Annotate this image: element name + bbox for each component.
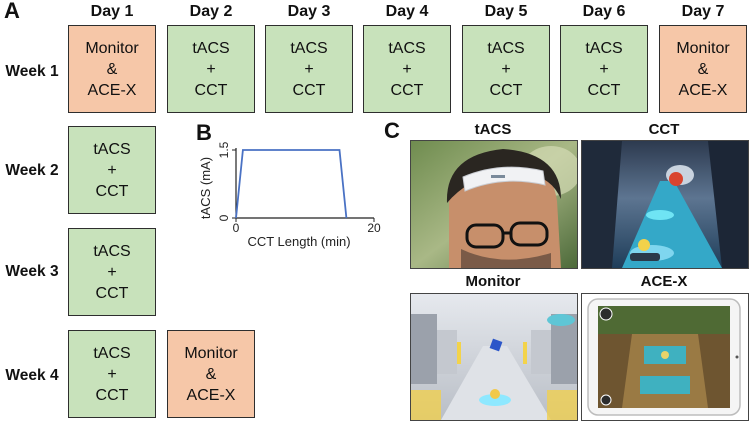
cell-line: + (107, 365, 117, 383)
day-header: Day 4 (385, 3, 429, 20)
cell-line: + (501, 60, 511, 78)
tacs-headset-photo (410, 140, 578, 269)
cell-line: Monitor (184, 344, 238, 362)
cell-line: CCT (587, 81, 621, 99)
cct-game-screenshot (581, 140, 749, 269)
x-tick-label: 20 (367, 221, 381, 235)
y-tick-label: 0 (217, 214, 231, 221)
session-cell-training: tACS + CCT (265, 25, 353, 113)
cell-line: & (106, 60, 118, 78)
cell-line: ACE-X (678, 81, 728, 99)
cell-line: CCT (292, 81, 326, 99)
cell-line: tACS (290, 39, 328, 57)
session-cell-monitor: Monitor & ACE-X (68, 25, 156, 113)
day-header: Day 5 (484, 3, 528, 20)
week-label: Week 1 (5, 63, 59, 80)
session-cell-training: tACS + CCT (68, 228, 156, 316)
cell-line: CCT (95, 182, 129, 200)
cell-line: tACS (487, 39, 525, 57)
cell-line: Monitor (676, 39, 730, 57)
cell-line: tACS (585, 39, 623, 57)
session-cell-monitor: Monitor & ACE-X (167, 330, 255, 418)
panel-label-a: A (4, 0, 20, 23)
cell-line: CCT (489, 81, 523, 99)
cell-line: + (107, 263, 117, 281)
session-cell-monitor: Monitor & ACE-X (659, 25, 747, 113)
cell-line: ACE-X (186, 386, 236, 404)
week-label: Week 2 (5, 162, 59, 179)
day-header: Day 2 (189, 3, 233, 20)
photo-title-ace-x: ACE-X (640, 273, 688, 290)
cell-line: & (697, 60, 709, 78)
session-cell-training: tACS + CCT (462, 25, 550, 113)
y-axis-label: tACS (mA) (198, 157, 213, 219)
cell-line: CCT (390, 81, 424, 99)
cell-line: CCT (95, 284, 129, 302)
cell-line: + (206, 60, 216, 78)
week-label: Week 4 (5, 367, 59, 384)
cell-line: + (304, 60, 314, 78)
cell-line: + (402, 60, 412, 78)
session-cell-training: tACS + CCT (68, 330, 156, 418)
cell-line: tACS (93, 242, 131, 260)
session-cell-training: tACS + CCT (363, 25, 451, 113)
day-header: Day 6 (582, 3, 626, 20)
photo-title-cct: CCT (648, 121, 680, 138)
panel-label-c: C (384, 118, 400, 143)
cell-line: CCT (95, 386, 129, 404)
cell-line: tACS (93, 140, 131, 158)
cell-line: tACS (388, 39, 426, 57)
cell-line: ACE-X (87, 81, 137, 99)
cell-line: + (599, 60, 609, 78)
cell-line: tACS (93, 344, 131, 362)
tacs-current-line (235, 149, 348, 219)
panel-label-b: B (196, 120, 212, 145)
y-tick-label: 1.5 (217, 141, 231, 158)
session-cell-training: tACS + CCT (167, 25, 255, 113)
x-axis-label: CCT Length (min) (247, 234, 350, 249)
day-header: Day 3 (287, 3, 331, 20)
x-tick-label: 0 (233, 221, 240, 235)
cell-line: Monitor (85, 39, 139, 57)
photo-title-tacs: tACS (474, 121, 512, 138)
week-label: Week 3 (5, 263, 59, 280)
cell-line: + (107, 161, 117, 179)
cell-line: CCT (194, 81, 228, 99)
session-cell-training: tACS + CCT (68, 126, 156, 214)
cell-line: tACS (192, 39, 230, 57)
day-header: Day 1 (90, 3, 134, 20)
day-header: Day 7 (681, 3, 725, 20)
cell-line: & (205, 365, 217, 383)
ace-x-tablet-screenshot (581, 293, 749, 421)
session-cell-training: tACS + CCT (560, 25, 648, 113)
monitor-game-screenshot (410, 293, 578, 421)
photo-title-monitor: Monitor (465, 273, 521, 290)
